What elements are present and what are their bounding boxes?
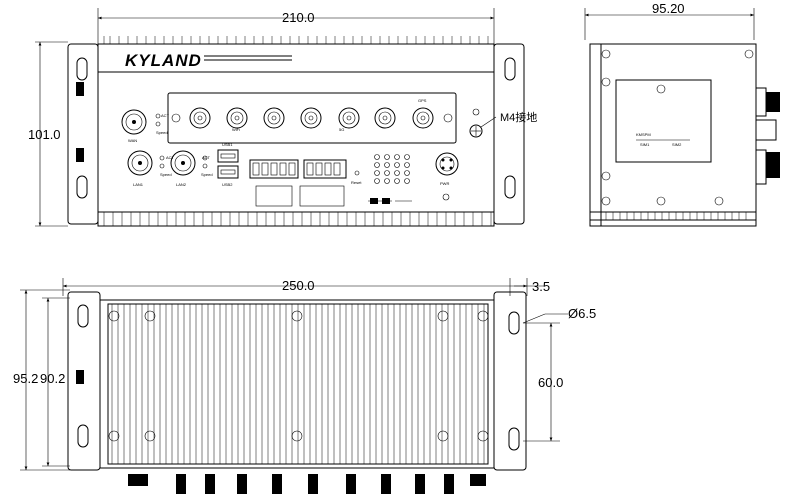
- front-view: 210.0 101.0 KYLAND W: [28, 8, 537, 227]
- usb-ports: USB1 USB2: [217, 142, 239, 187]
- svg-text:Speed: Speed: [160, 172, 172, 177]
- power-connector: PWR: [435, 152, 459, 201]
- sim-panel: [615, 79, 712, 163]
- bottom-width-dim: 250.0: [282, 278, 315, 293]
- svg-text:USB1: USB1: [222, 142, 233, 147]
- svg-text:PWR: PWR: [440, 181, 449, 186]
- svg-text:WAN: WAN: [128, 138, 137, 143]
- svg-text:LAN2: LAN2: [176, 182, 187, 187]
- right-mounting-ear: [493, 43, 525, 225]
- ground-screw: [469, 124, 483, 138]
- svg-text:ACT: ACT: [166, 155, 175, 160]
- m4-ground-callout: M4接地: [500, 111, 537, 124]
- svg-text:LAN1: LAN1: [133, 182, 144, 187]
- svg-text:5G: 5G: [339, 127, 344, 132]
- front-height-dim: 101.0: [28, 127, 61, 142]
- wan-port: ACT Speed WAN: [121, 109, 170, 143]
- bottom-right-ear: [493, 291, 527, 471]
- edge-dim: 3.5: [532, 279, 550, 294]
- terminal-blocks: [249, 159, 347, 207]
- antenna-panel: [167, 92, 457, 144]
- svg-text:Speed: Speed: [201, 172, 213, 177]
- svg-text:SIM2: SIM2: [672, 142, 682, 147]
- side-width-dim: 95.20: [652, 1, 685, 16]
- led-grid: [374, 154, 410, 184]
- svg-text:SIM1: SIM1: [640, 142, 650, 147]
- hole-spacing-dim: 60.0: [538, 375, 563, 390]
- svg-text:ACT: ACT: [161, 113, 170, 118]
- brand-logo: KYLAND: [125, 51, 202, 70]
- svg-text:GPS: GPS: [418, 98, 427, 103]
- depth-inner-dim: 90.2: [40, 371, 65, 386]
- left-mounting-ear: [67, 43, 99, 225]
- svg-text:Speed: Speed: [156, 130, 168, 135]
- side-connector-top: [755, 87, 767, 117]
- bottom-view: 250.0 3.5 Ø6.5 60.0 95.2 90.2: [13, 278, 596, 494]
- dip-switches: [368, 198, 412, 204]
- hole-dim: Ø6.5: [568, 306, 596, 321]
- svg-text:KMSPM: KMSPM: [636, 132, 651, 137]
- front-body: [97, 43, 495, 227]
- front-width-dim: 210.0: [282, 10, 315, 25]
- svg-text:ACT: ACT: [202, 155, 211, 160]
- svg-text:WiFi: WiFi: [232, 127, 240, 132]
- side-view: 95.20 KMSPM SIM1 SIM2: [584, 1, 780, 227]
- side-body: [589, 43, 757, 227]
- svg-text:USB2: USB2: [222, 182, 233, 187]
- depth-outer-dim: 95.2: [13, 371, 38, 386]
- reset-button: [354, 170, 360, 176]
- lan1-port: ACT Speed LAN1: [127, 150, 175, 187]
- lan2-port: ACT Speed LAN2: [170, 150, 213, 187]
- svg-text:Reset: Reset: [351, 180, 362, 185]
- bottom-body: [99, 299, 495, 469]
